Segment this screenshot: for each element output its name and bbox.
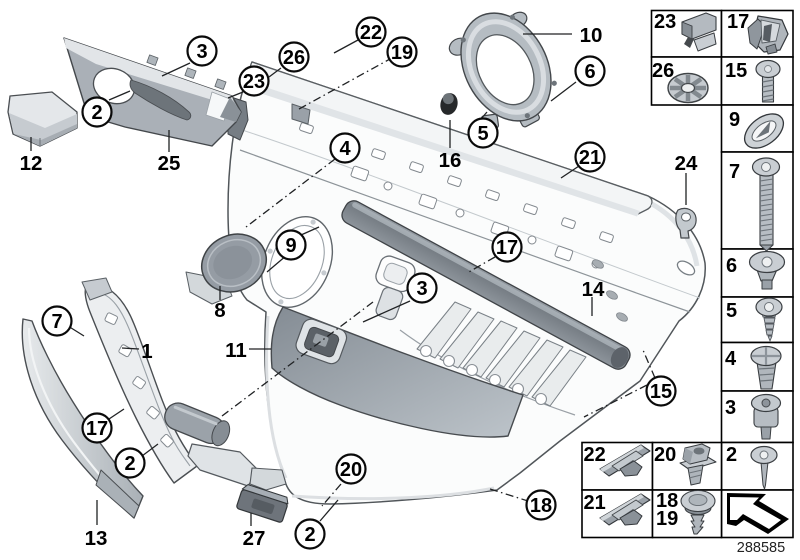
svg-text:11: 11	[225, 339, 247, 362]
svg-text:3: 3	[416, 278, 427, 300]
svg-text:4: 4	[725, 348, 737, 370]
svg-text:2: 2	[91, 102, 102, 124]
svg-text:22: 22	[360, 22, 382, 44]
svg-text:26: 26	[283, 47, 305, 69]
svg-text:2: 2	[124, 453, 135, 475]
svg-text:13: 13	[85, 527, 108, 550]
svg-text:1: 1	[141, 340, 152, 363]
svg-text:20: 20	[340, 459, 362, 481]
svg-text:3: 3	[196, 41, 207, 63]
svg-text:25: 25	[158, 152, 181, 175]
svg-text:21: 21	[584, 492, 606, 514]
svg-text:24: 24	[675, 152, 698, 175]
svg-text:5: 5	[477, 123, 488, 145]
svg-text:16: 16	[439, 149, 462, 172]
svg-text:18: 18	[656, 490, 678, 512]
svg-text:23: 23	[243, 71, 265, 93]
svg-text:6: 6	[726, 255, 737, 277]
svg-text:19: 19	[391, 42, 413, 64]
svg-text:4: 4	[339, 138, 351, 160]
svg-text:14: 14	[582, 278, 605, 301]
svg-text:6: 6	[584, 61, 595, 83]
svg-text:18: 18	[530, 495, 552, 517]
svg-text:9: 9	[285, 235, 296, 257]
svg-text:21: 21	[579, 147, 601, 169]
svg-text:27: 27	[243, 527, 266, 550]
svg-text:20: 20	[654, 444, 676, 466]
svg-text:3: 3	[725, 397, 736, 419]
svg-text:7: 7	[729, 161, 740, 183]
svg-text:23: 23	[654, 11, 676, 33]
svg-text:7: 7	[51, 311, 62, 333]
svg-text:8: 8	[214, 299, 225, 322]
svg-text:288585: 288585	[737, 540, 785, 556]
svg-text:22: 22	[584, 444, 606, 466]
svg-text:17: 17	[86, 418, 108, 440]
svg-text:9: 9	[729, 109, 740, 131]
svg-text:19: 19	[656, 508, 678, 530]
svg-text:15: 15	[725, 60, 747, 82]
svg-text:2: 2	[304, 524, 315, 546]
svg-text:12: 12	[20, 152, 43, 175]
svg-text:17: 17	[727, 11, 749, 33]
svg-text:2: 2	[726, 444, 737, 466]
svg-text:5: 5	[726, 300, 737, 322]
svg-text:17: 17	[496, 237, 518, 259]
svg-text:15: 15	[650, 381, 672, 403]
svg-text:26: 26	[652, 60, 674, 82]
svg-text:10: 10	[580, 24, 603, 47]
